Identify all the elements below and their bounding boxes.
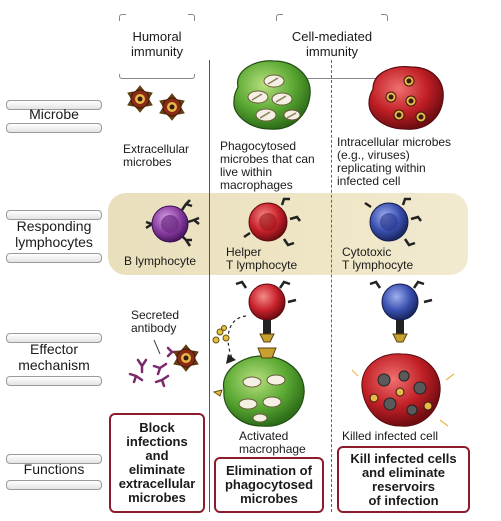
function-box-intracellular: Kill infected cells and eliminate reserv… [337,446,470,513]
function-text-phagocytosed: Elimination of phagocytosed microbes [224,463,314,506]
column-divider-solid [209,60,210,512]
column-divider-dashed [331,60,332,512]
secreted-antibody-illustration [128,339,199,388]
caption-phagocytosed-microbes: Phagocytosed microbes that can live with… [220,139,315,192]
function-box-phagocytosed: Elimination of phagocytosed microbes [214,457,324,513]
macrophage-phagocytosed-illustration [233,60,311,130]
cell-mediated-immunity-title: Cell-mediated immunity [291,29,373,59]
humoral-immunity-title: Humoral immunity [130,29,183,59]
humoral-immunity-header: Humoral immunity [119,14,195,79]
extracellular-microbes-illustration [127,85,185,121]
header-bracket [119,74,195,79]
row-label-functions: Functions [23,461,85,477]
caption-secreted-antibody: Secreted antibody [131,308,180,335]
row-bracket [6,123,102,133]
ctl-killing-illustration [351,280,455,427]
cell-mediated-immunity-header: Cell-mediated immunity [276,14,388,79]
infected-cell-intracellular-illustration [368,66,444,130]
row-bracket [6,376,102,386]
function-text-intracellular: Kill infected cells and eliminate reserv… [350,450,457,508]
macrophage-activation-illustration [212,280,305,427]
caption-activated-macrophage: Activated macrophage [239,429,306,456]
caption-extracellular-microbes: Extracellular microbes [123,142,190,169]
row-bracket [6,253,102,263]
function-box-humoral: Block infections and eliminate extracell… [109,413,205,513]
row-bracket [6,333,102,343]
cytotoxic-t-lymphocyte-illustration [364,197,422,247]
function-text-humoral: Block infections and eliminate extracell… [118,420,196,505]
caption-killed-infected-cell: Killed infected cell [342,429,439,443]
caption-intracellular-microbes: Intracellular microbes (e.g., viruses) r… [337,135,452,188]
row-bracket [6,480,102,490]
caption-helper-t-lymphocyte: Helper T lymphocyte [226,245,298,272]
row-label-effector-mechanism: Effector mechanism [18,341,90,373]
row-bracket [6,454,102,464]
row-bracket [6,100,102,110]
helper-t-lymphocyte-illustration [243,197,301,247]
b-lymphocyte-illustration [145,199,200,247]
caption-b-lymphocyte: B lymphocyte [124,254,197,268]
row-bracket [6,210,102,220]
caption-cytotoxic-t-lymphocyte: Cytotoxic T lymphocyte [342,245,414,272]
row-label-microbe: Microbe [29,106,79,122]
row-label-responding-lymphocytes: Responding lymphocytes [15,218,93,250]
